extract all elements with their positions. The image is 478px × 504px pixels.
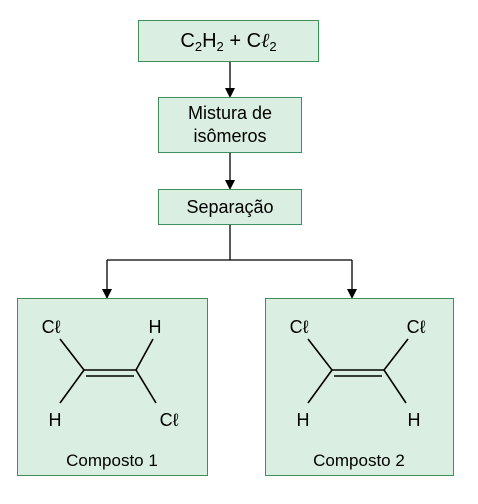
carbon-subscript: 2	[194, 38, 203, 54]
mixture-node: Mistura de isômeros	[158, 97, 302, 153]
compound-1-box: Cℓ H H Cℓ Composto 1	[17, 298, 208, 476]
bond-bottom-right	[383, 369, 407, 404]
bond-top-right	[135, 338, 154, 371]
compound-1-structure	[59, 338, 157, 404]
bond-bottom-left	[59, 369, 85, 404]
chlorine-l: ℓ	[261, 29, 270, 52]
bond-top-right	[383, 338, 409, 371]
bond-bottom-left	[307, 369, 333, 404]
compound-1-top-right-atom: H	[148, 317, 162, 337]
plus-sign: +	[229, 29, 242, 52]
carbon-symbol: C	[180, 29, 195, 52]
compound-2-structure	[307, 338, 409, 404]
bond-bottom-right	[135, 369, 157, 404]
separation-node: Separação	[158, 189, 302, 225]
compound-1-label: Composto 1	[66, 451, 158, 470]
separation-label: Separação	[186, 196, 274, 217]
bond-top-left	[59, 338, 85, 371]
compound-2-bottom-right-atom: H	[407, 410, 421, 430]
compound-2-box: Cℓ Cℓ H H Composto 2	[265, 298, 454, 476]
compound-1-bottom-right-atom: Cℓ	[159, 410, 179, 430]
compound-2-label: Composto 2	[313, 451, 405, 470]
compound-1-top-left-atom: Cℓ	[41, 317, 61, 337]
compound-2-bottom-left-atom: H	[296, 410, 310, 430]
hydrogen-subscript: 2	[216, 38, 224, 54]
hydrogen-symbol: H	[202, 29, 217, 52]
chlorine-subscript: 2	[269, 38, 277, 54]
compound-2-top-left-atom: Cℓ	[289, 317, 309, 337]
compound-2-top-right-atom: Cℓ	[406, 317, 426, 337]
mixture-line-1: Mistura de	[187, 103, 273, 123]
compound-1-bottom-left-atom: H	[48, 410, 62, 430]
reactants-node: C2H2 + Cℓ2	[138, 20, 319, 62]
reactants-formula: C2H2 + Cℓ2	[180, 30, 276, 53]
mixture-line-2: isômeros	[193, 126, 267, 146]
chlorine-c: C	[246, 29, 262, 52]
bond-top-left	[307, 338, 333, 371]
